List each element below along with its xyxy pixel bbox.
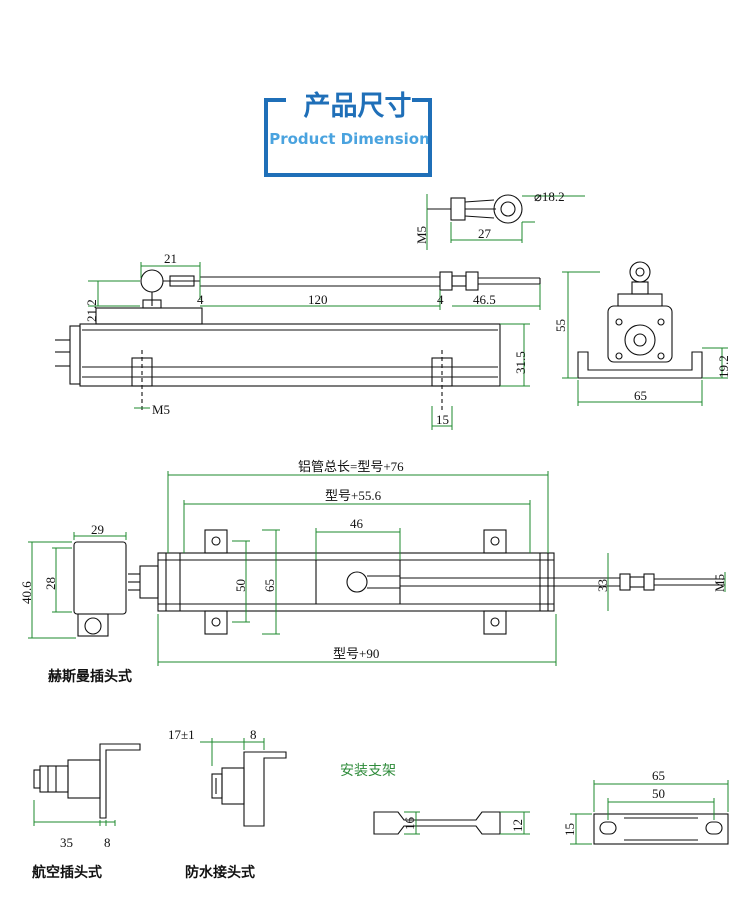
dim-model-plus: 型号+55.6 <box>325 488 382 503</box>
dim-65-bracket: 65 <box>652 768 665 783</box>
dim-28: 28 <box>43 577 58 590</box>
dim-15-bracket: 15 <box>562 823 577 836</box>
dim-19-2: 19.2 <box>716 355 731 378</box>
dim-35: 35 <box>60 835 73 850</box>
caption-waterproof: 防水接头式 <box>185 865 255 881</box>
caption-aviation: 航空插头式 <box>32 865 102 881</box>
dim-4-left: 4 <box>197 292 204 307</box>
hirschmann-connector <box>28 532 127 639</box>
dim-33: 33 <box>595 579 610 592</box>
dim-17: 17±1 <box>168 727 195 742</box>
mounting-bracket-side <box>373 811 530 835</box>
dim-15-side: 15 <box>436 412 449 427</box>
title-chinese: 产品尺寸 <box>303 91 412 122</box>
rod-end-detail <box>426 194 585 250</box>
dim-8-aviation: 8 <box>104 835 111 850</box>
side-view-dims <box>88 262 541 430</box>
dim-120: 120 <box>308 292 328 307</box>
waterproof-connector <box>200 738 287 827</box>
dim-50-bracket: 50 <box>652 786 665 801</box>
dim-29: 29 <box>91 522 104 537</box>
dim-m5-plan: M5 <box>712 574 727 592</box>
caption-bracket: 安装支架 <box>340 763 396 779</box>
dim-40-6: 40.6 <box>19 581 34 604</box>
side-view-body <box>55 269 541 412</box>
plan-view-dims <box>157 471 726 666</box>
dim-model90: 型号+90 <box>333 646 379 661</box>
dim-31-5: 31.5 <box>513 351 528 374</box>
dim-46: 46 <box>350 516 364 531</box>
title-english: Product Dimension <box>269 130 430 148</box>
rod-end-diameter: ⌀18.2 <box>534 189 565 204</box>
caption-hirschmann: 赫斯曼插头式 <box>48 669 132 685</box>
end-view <box>562 261 728 406</box>
title-bracket <box>264 98 432 177</box>
dim-46-5: 46.5 <box>473 292 496 307</box>
aviation-connector <box>33 743 141 826</box>
dim-21-2: 21.2 <box>84 299 99 322</box>
dim-4-right: 4 <box>437 292 444 307</box>
dim-65-end: 65 <box>634 388 647 403</box>
dim-12: 12 <box>510 819 525 832</box>
mounting-bracket-top <box>570 780 729 845</box>
dim-8-waterproof: 8 <box>250 727 257 742</box>
dim-21: 21 <box>164 251 177 266</box>
dim-total-length: 铝管总长=型号+76 <box>298 459 404 474</box>
dim-16: 16 <box>402 817 417 831</box>
rod-end-length: 27 <box>478 226 492 241</box>
dim-50-plan: 50 <box>233 579 248 592</box>
dim-65-plan: 65 <box>262 579 277 592</box>
plan-view <box>128 529 725 635</box>
dim-m5-side: M5 <box>152 402 170 417</box>
dim-55: 55 <box>553 319 568 332</box>
rod-end-thread: M5 <box>414 226 429 244</box>
